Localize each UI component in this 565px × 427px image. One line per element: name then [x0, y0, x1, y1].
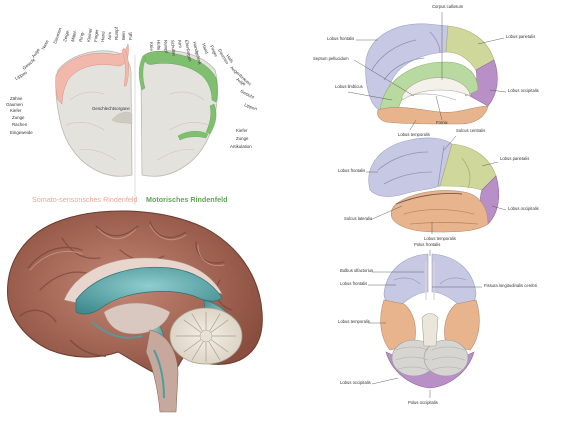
- sensory-label: Zeige-: [62, 28, 70, 42]
- sensory-label: Fuß: [128, 32, 133, 40]
- motor-label: Hüfte: [156, 40, 161, 51]
- motor-label: Kiefer: [236, 128, 248, 133]
- motor-label: Handgelenk: [192, 41, 203, 66]
- sensory-label: Ring-: [78, 30, 85, 42]
- basal-view-panel: Polus frontalis Bulbus olfactorius Lobus…: [338, 242, 537, 405]
- sensory-label: Nase: [40, 39, 49, 51]
- basal-frontal-right: [431, 253, 477, 305]
- sagittal-brain-panel: [7, 210, 263, 413]
- motor-label: Arm: [177, 39, 183, 48]
- sensory-caption: Somato-sensorisches Rindenfeld: [32, 195, 137, 204]
- motor-label: Hals: [225, 54, 235, 65]
- label-lobus-frontalis: Lobus frontalis: [327, 36, 354, 41]
- medial-labels: Corpus callosum Lobus frontalis Septum p…: [313, 4, 539, 137]
- sensory-label: Mittel-: [70, 29, 77, 42]
- label-polus-occipitalis: Polus occipitalis: [408, 400, 438, 405]
- sensory-label: Rumpf: [114, 26, 119, 40]
- sensory-cortex-slice: [55, 43, 133, 177]
- label-fissura: Fissura longitudinalis cerebri: [484, 283, 537, 288]
- lateral-temporal-lobe: [390, 190, 489, 233]
- sensory-label: Zunge: [12, 115, 25, 120]
- label-lobus-frontalis-lat: Lobus frontalis: [338, 168, 365, 173]
- label-corpus-callosum: Corpus callosum: [432, 4, 464, 9]
- label-lobus-frontalis-bas: Lobus frontalis: [340, 281, 367, 286]
- sensory-label: Lippen: [14, 70, 28, 81]
- motor-lower-labels: Kiefer Zunge Artikulation: [230, 128, 252, 149]
- label-lobus-occipitalis-bas: Lobus occipitalis: [340, 380, 371, 385]
- sensory-center-label: Geschlechtsorgane: [92, 106, 130, 111]
- label-lobus-parietalis-lat: Lobus parietalis: [500, 156, 529, 161]
- motor-cortex-slice: [138, 50, 218, 177]
- motor-label: Artikulation: [230, 144, 252, 149]
- motor-label: Zunge: [236, 136, 249, 141]
- sensory-homunculus-strip: [55, 43, 129, 105]
- lateral-view-panel: Sulcus centralis Lobus frontalis Lobus p…: [338, 128, 539, 241]
- label-fornix: Fornix: [436, 120, 449, 125]
- label-lobus-occipitalis: Lobus occipitalis: [508, 88, 539, 93]
- sensory-label: Auge: [31, 47, 41, 59]
- label-septum: Septum pellucidum: [313, 56, 349, 61]
- motor-homunculus-strip: [142, 51, 218, 103]
- sensory-label: Daumen: [52, 27, 63, 45]
- label-bulbus-olfactorius: Bulbus olfactorius: [340, 268, 373, 273]
- label-lobus-temporalis: Lobus temporalis: [398, 132, 430, 137]
- label-lobus-parietalis: Lobus parietalis: [506, 34, 535, 39]
- sensory-label: Finger: [93, 29, 99, 42]
- motor-label: Auge: [235, 77, 247, 87]
- basal-brainstem: [421, 313, 439, 347]
- motor-label: Knie: [149, 42, 154, 51]
- lateral-sulcus: [395, 193, 463, 205]
- motor-label: Schulter: [170, 40, 177, 57]
- lateral-labels: Sulcus centralis Lobus frontalis Lobus p…: [338, 128, 539, 241]
- sensory-label: Kiefer: [10, 108, 22, 113]
- medial-view-panel: Corpus callosum Lobus frontalis Septum p…: [313, 4, 539, 137]
- sensory-label: Rachen: [12, 122, 28, 127]
- sensory-label: Arm: [107, 31, 112, 40]
- thalamus-area: [103, 302, 171, 335]
- sensory-label: Gaumen: [6, 102, 23, 107]
- label-polus-frontalis: Polus frontalis: [414, 242, 440, 247]
- label-sulcus-centralis: Sulcus centralis: [456, 128, 485, 133]
- medial-temporal-lobe: [377, 105, 489, 125]
- motor-label: Hand: [201, 43, 209, 55]
- lateral-ventricle: [75, 266, 223, 315]
- motor-label: Gesicht: [240, 88, 256, 100]
- label-sulcus-lateralis: Sulcus lateralis: [344, 216, 372, 221]
- sensory-label: Kleiner: [86, 27, 93, 42]
- motor-label: Rumpf: [163, 40, 169, 54]
- motor-caption: Motorisches Rindenfeld: [146, 195, 227, 204]
- label-lobus-temporalis-lat: Lobus temporalis: [424, 236, 456, 241]
- sensory-label: Hand: [100, 31, 106, 42]
- motor-label: Finger: [209, 44, 219, 58]
- basal-cerebellum: [391, 339, 469, 377]
- label-lobus-temporalis-bas: Lobus temporalis: [338, 319, 370, 324]
- medial-frontal-lobe: [365, 23, 449, 111]
- basal-labels: Polus frontalis Bulbus olfactorius Lobus…: [338, 242, 537, 405]
- sensory-lower-labels: Zähne Gaumen Kiefer Zunge Rachen Eingewe…: [6, 96, 130, 135]
- sensory-label: Zähne: [10, 96, 23, 101]
- label-lobus-occipitalis-lat: Lobus occipitalis: [508, 206, 539, 211]
- basal-frontal-left: [383, 253, 429, 305]
- sensory-label: Bein: [121, 31, 126, 40]
- homunculus-panel: Lippen Gesicht Auge Nase Daumen Zeige- M…: [6, 26, 258, 205]
- medial-corpus-callosum: [401, 77, 471, 101]
- sensory-label: Eingeweide: [10, 130, 33, 135]
- cerebellum-sagittal: [169, 307, 243, 365]
- motor-label: Ellenbogen: [184, 39, 193, 62]
- motor-label: Lippen: [244, 102, 259, 111]
- label-lobus-limbicus: Lobus limbicus: [335, 84, 363, 89]
